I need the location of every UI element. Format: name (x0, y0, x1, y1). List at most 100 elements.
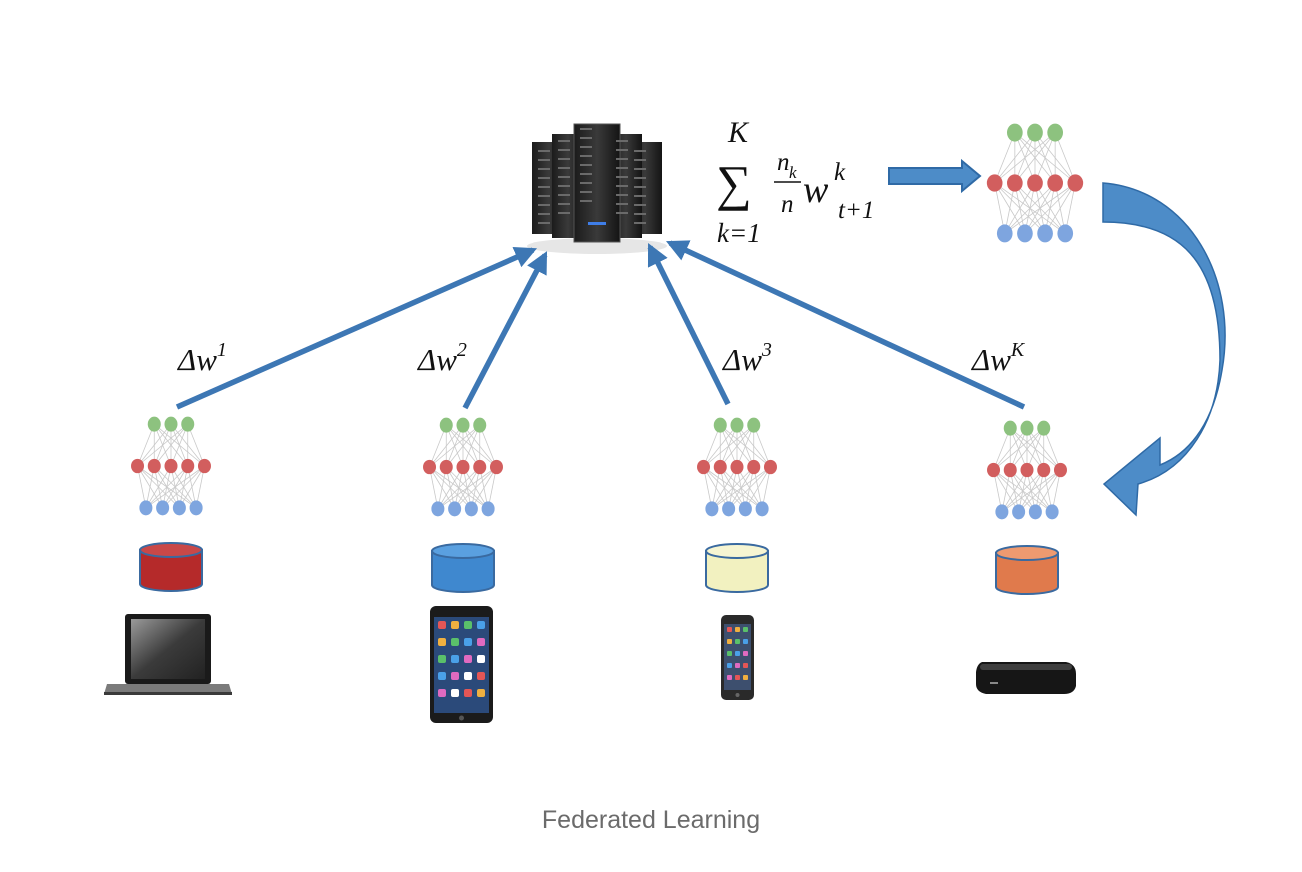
delta-superscript: 3 (761, 339, 772, 361)
hidden-node (1047, 174, 1064, 192)
aggregation-arrow (888, 158, 982, 194)
hidden-node (197, 458, 211, 474)
client-3-upload-arrow (647, 243, 731, 406)
sum-upper-limit: K (727, 116, 750, 149)
client-2-network (423, 417, 503, 517)
client-4-database-icon (995, 545, 1059, 595)
client-4-network (987, 420, 1067, 520)
delta-w: Δw (176, 342, 217, 377)
hidden-node (131, 458, 145, 474)
sum-symbol: ∑ (716, 155, 752, 211)
hidden-node (1037, 462, 1051, 478)
output-node (473, 417, 487, 433)
input-node (431, 501, 445, 517)
input-node (995, 504, 1009, 520)
client-2-upload-arrow (462, 251, 548, 410)
hidden-node (1003, 462, 1017, 478)
input-node (1037, 224, 1053, 243)
laptop-icon (104, 614, 232, 695)
smartphone-icon (721, 615, 754, 700)
input-node (1017, 224, 1033, 243)
delta-superscript: 1 (217, 339, 227, 361)
input-node (996, 224, 1013, 243)
input-node (189, 500, 203, 516)
hidden-node (730, 459, 744, 475)
server-icon (527, 123, 667, 254)
hidden-node (1020, 462, 1034, 478)
hidden-node (1053, 462, 1067, 478)
input-node (156, 500, 170, 516)
weight-subscript: t+1 (838, 197, 874, 224)
hidden-node (986, 174, 1003, 192)
delta-w: Δw (970, 342, 1011, 377)
aggregation-formula: K ∑ k=1 n k n w k t+1 (716, 116, 874, 248)
figure-caption: Federated Learning (541, 806, 761, 834)
fraction-denominator: n (781, 191, 794, 218)
output-node (1007, 123, 1023, 142)
hidden-node (164, 458, 178, 474)
output-node (147, 416, 161, 432)
input-node (172, 500, 186, 516)
hidden-node (147, 458, 161, 474)
sum-lower-limit: k=1 (717, 218, 761, 248)
hidden-node (1027, 174, 1043, 192)
fraction-numerator-subscript: k (789, 163, 797, 182)
tablet-icon (430, 606, 493, 723)
output-node (747, 417, 761, 433)
hidden-node (697, 459, 711, 475)
client-1-database-icon (139, 542, 203, 592)
input-node (705, 501, 719, 517)
client-4-delta-label: ΔwK (970, 339, 1026, 377)
input-node (481, 501, 495, 517)
output-node (439, 417, 453, 433)
hidden-node (1067, 174, 1084, 192)
client-2-database-icon (431, 543, 495, 593)
input-node (448, 501, 462, 517)
hidden-node (713, 459, 727, 475)
delta-w: Δw (416, 342, 457, 377)
output-node (456, 417, 470, 433)
client-4-upload-arrow (666, 240, 1026, 410)
client-3-database-icon (705, 543, 769, 593)
hidden-node (423, 459, 437, 475)
output-node (181, 416, 195, 432)
hidden-node (747, 459, 761, 475)
input-node (738, 501, 752, 517)
delta-superscript: 2 (457, 339, 467, 361)
output-node (1047, 123, 1064, 142)
output-node (1027, 123, 1043, 142)
weight-superscript: k (834, 159, 846, 186)
fraction-numerator: n (777, 149, 790, 176)
hidden-node (763, 459, 777, 475)
delta-w: Δw (721, 342, 762, 377)
output-node (164, 416, 178, 432)
output-node (730, 417, 744, 433)
delta-superscript: K (1010, 339, 1026, 361)
client-3-network (697, 417, 777, 517)
hidden-node (473, 459, 487, 475)
hidden-node (181, 458, 195, 474)
input-node (1028, 504, 1042, 520)
weight-symbol: w (803, 169, 829, 211)
input-node (722, 501, 736, 517)
hidden-node (1007, 174, 1023, 192)
hidden-node (489, 459, 503, 475)
model-distribution-arrow (1102, 182, 1226, 517)
client-1-delta-label: Δw1 (176, 339, 227, 377)
client-1-upload-arrow (175, 247, 538, 410)
client-2-delta-label: Δw2 (416, 339, 467, 377)
input-node (464, 501, 478, 517)
hidden-node (456, 459, 470, 475)
output-node (713, 417, 727, 433)
input-node (755, 501, 769, 517)
client-3-delta-label: Δw3 (721, 339, 772, 377)
input-node (1045, 504, 1059, 520)
input-node (1012, 504, 1026, 520)
input-node (139, 500, 153, 516)
hidden-node (439, 459, 453, 475)
global-model-network (986, 123, 1084, 243)
input-node (1057, 224, 1074, 243)
client-1-network (131, 416, 211, 516)
hidden-node (987, 462, 1001, 478)
